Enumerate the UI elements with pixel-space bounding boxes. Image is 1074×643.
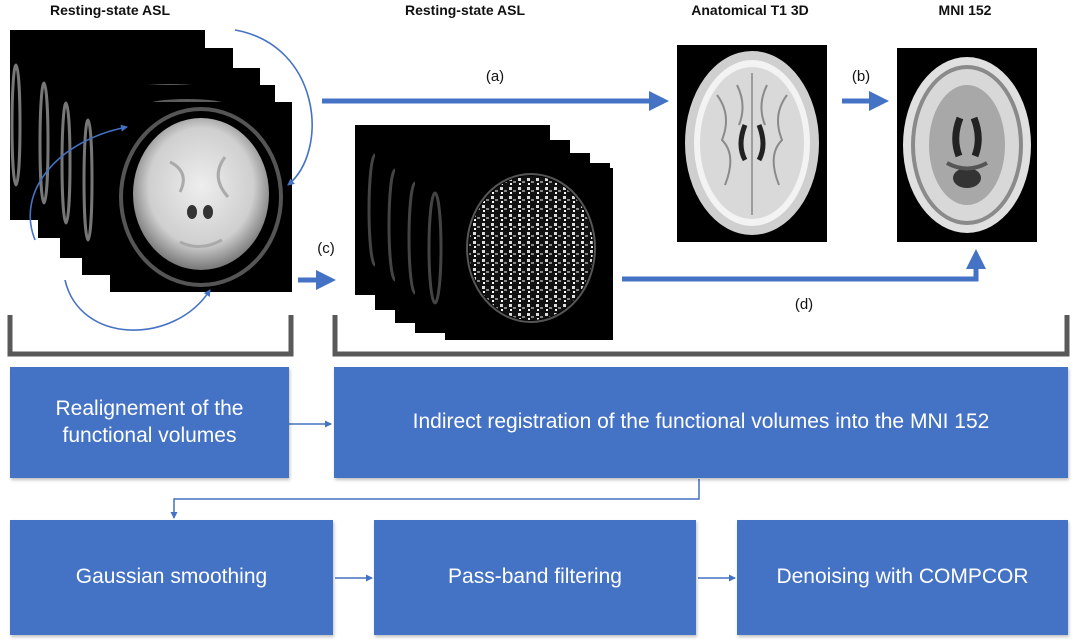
- bracket-registration: [332, 315, 1070, 357]
- raw-asl-volume-front: [110, 102, 292, 292]
- realignment-loop-arrow-upper: [234, 29, 313, 186]
- realignment-loop-arrow-left: [29, 124, 128, 241]
- smoothing-step-label: Gaussian smoothing: [75, 565, 268, 589]
- registration-step-label: Indirect registration of the functional …: [412, 410, 990, 434]
- smoothing-step-box: Gaussian smoothing: [10, 520, 333, 635]
- heading-resting-state-asl-perfusion: Resting-state ASL: [404, 2, 526, 18]
- arrow-d: [622, 249, 986, 282]
- step-label-c: (c): [317, 240, 335, 257]
- connector-registration-to-smoothing: [170, 479, 700, 519]
- heading-anatomical-t1: Anatomical T1 3D: [691, 2, 809, 18]
- step-label-a: (a): [485, 68, 505, 85]
- denoising-step-box: Denoising with COMPCOR: [737, 520, 1068, 635]
- filtering-step-box: Pass-band filtering: [374, 520, 696, 635]
- mni-152-template-image: [897, 48, 1037, 242]
- anatomical-t1-image: [677, 45, 827, 242]
- heading-resting-state-asl-raw: Resting-state ASL: [49, 2, 171, 18]
- realignment-loop-arrow-lower: [64, 279, 211, 331]
- denoising-step-label: Denoising with COMPCOR: [776, 565, 1029, 589]
- realignment-step-box: Realignement of the functional volumes: [10, 367, 289, 478]
- bracket-realignment: [7, 315, 294, 357]
- heading-mni-152: MNI 152: [938, 2, 992, 18]
- filtering-step-label: Pass-band filtering: [448, 565, 622, 589]
- registration-step-box: Indirect registration of the functional …: [334, 367, 1068, 478]
- step-label-b: (b): [851, 68, 871, 85]
- step-label-d: (d): [794, 296, 814, 313]
- realignment-step-label: Realignement of the functional volumes: [55, 396, 244, 447]
- perfusion-volume-front: [445, 168, 613, 340]
